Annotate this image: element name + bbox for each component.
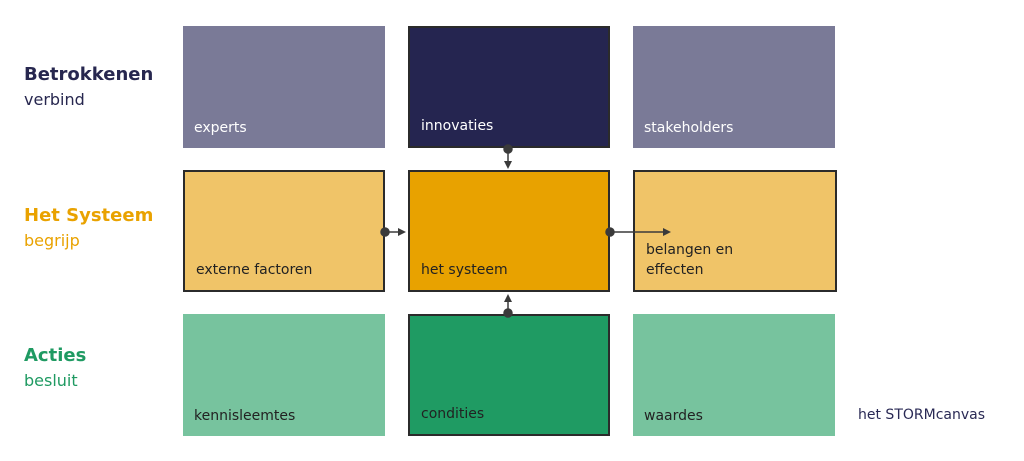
row-label-het-systeem: Het Systeem begrijp [24,203,153,253]
box-innovaties: innovaties [408,26,610,148]
box-label: waardes [644,408,703,424]
box-label: innovaties [421,118,494,134]
row-subtitle: verbind [24,90,85,109]
box-label: externe factoren [196,262,313,278]
box-het-systeem: het systeem [408,170,610,292]
arrow-systeem-to-belangen [605,227,671,237]
box-label: belangen en effecten [646,242,734,278]
row-label-acties: Acties besluit [24,343,86,393]
box-label: condities [421,406,485,422]
row-title: Het Systeem [24,205,154,226]
canvas-title: het STORMcanvas [858,407,985,423]
arrow-externe-to-systeem [380,227,406,237]
box-kennisleemtes: kennisleemtes [183,314,385,436]
box-condities: condities [408,314,610,436]
box-label: stakeholders [644,120,734,136]
box-label: experts [194,120,247,136]
box-experts: experts [183,26,385,148]
row-title: Acties [24,345,87,366]
box-waardes: waardes [633,314,835,436]
box-stakeholders: stakeholders [633,26,835,148]
row-label-betrokkenen: Betrokkenen verbind [24,62,153,112]
box-label: kennisleemtes [194,408,296,424]
row-subtitle: begrijp [24,231,80,250]
row-title: Betrokkenen [24,64,154,85]
box-label: het systeem [421,262,508,278]
arrow-innovaties-to-systeem [503,144,513,169]
arrow-condities-to-systeem [503,294,513,318]
row-subtitle: besluit [24,371,78,390]
